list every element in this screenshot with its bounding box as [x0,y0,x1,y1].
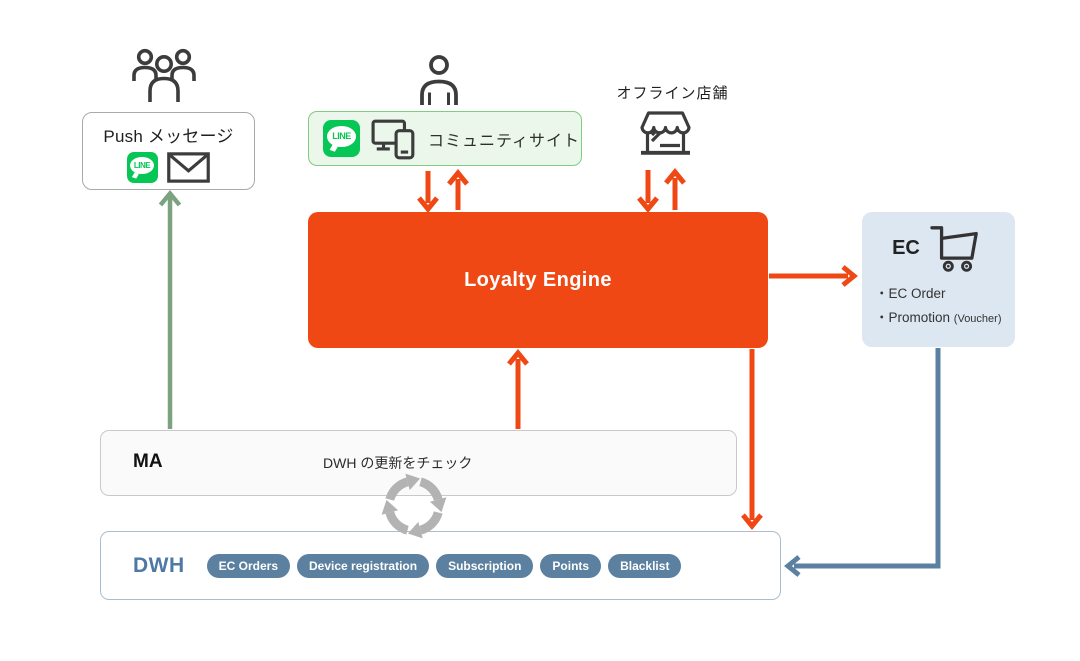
loyalty-engine-label: Loyalty Engine [464,268,612,291]
ma-note: DWH の更新をチェック [323,455,473,471]
arrow-ec-to-dwh [784,348,941,577]
ma-box: MA DWH の更新をチェック [100,430,737,496]
dwh-badge-list: EC Orders Device registration Subscripti… [206,553,682,578]
dwh-label: DWH [133,553,185,577]
ec-bullet-promotion: ・Promotion (Voucher) [875,310,1002,326]
line-bubble: LINE [129,156,155,175]
arrow-loyalty-to-store-up [664,168,686,210]
offline-store-label: オフライン店舗 [616,85,729,102]
push-icons: LINE [126,152,211,183]
arrow-loyalty-to-dwh-down [741,349,763,530]
ec-bullet-list: ・EC Order ・Promotion (Voucher) [862,274,1015,331]
push-message-box: Push メッセージ LINE [82,112,255,190]
arrow-ma-to-loyalty-up [507,349,529,429]
loyalty-engine-box: Loyalty Engine [308,212,768,348]
store-icon [640,111,691,155]
line-icon: LINE [323,120,360,157]
refresh-icon [376,468,452,544]
devices-icon [371,119,415,159]
mail-icon [166,152,210,183]
line-icon: LINE [126,152,158,183]
dwh-box: DWH EC Orders Device registration Subscr… [100,531,781,600]
dwh-badge-points: Points [540,553,602,578]
ec-voucher-note: (Voucher) [953,313,1002,326]
arrow-loyalty-to-community-up [447,169,469,210]
dwh-badge-device-registration: Device registration [297,553,430,578]
ec-header: EC [862,222,1015,274]
person-icon [420,55,458,105]
dwh-badge-ec-orders: EC Orders [206,553,291,578]
dwh-badge-subscription: Subscription [436,553,534,578]
line-bubble: LINE [327,125,356,147]
arrow-community-to-loyalty-down [417,171,439,213]
push-message-label: Push メッセージ [103,127,234,146]
ec-box: EC ・EC Order ・Promotion (Voucher) [862,212,1015,347]
ec-bullet-order: ・EC Order [875,286,946,301]
arrow-loyalty-to-ec [769,265,858,287]
people-group-icon [132,48,196,102]
arrow-ma-to-push [158,189,182,429]
dwh-badge-blacklist: Blacklist [608,553,682,578]
cart-icon [930,226,978,272]
arrow-store-to-loyalty-down [637,170,659,213]
community-site-box: LINE コミュニティサイト [308,111,582,166]
community-site-label: コミュニティサイト [428,132,581,150]
ec-label: EC [892,236,920,259]
ma-label: MA [133,451,163,472]
